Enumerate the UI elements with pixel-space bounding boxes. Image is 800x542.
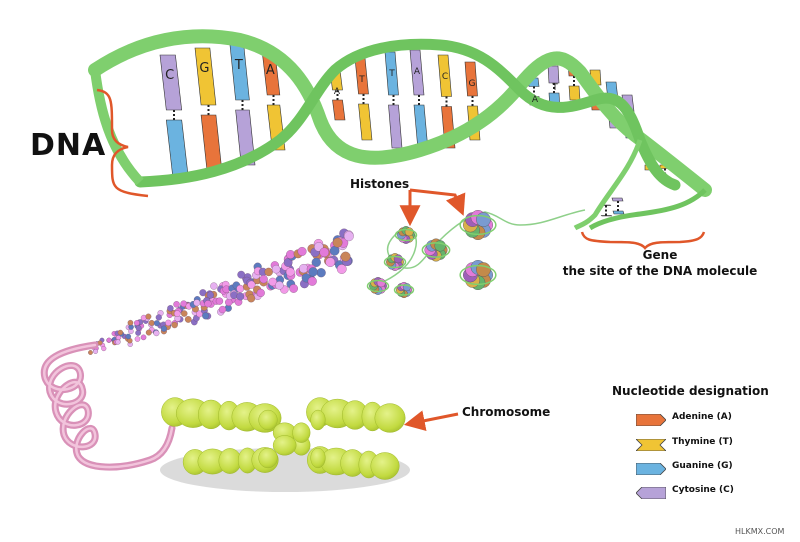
svg-text:A: A: [414, 67, 421, 77]
adenine-swatch: [635, 411, 667, 427]
chromosome-label: Chromosome: [462, 405, 551, 419]
svg-text:T: T: [551, 83, 558, 93]
legend-item-adenine: Adenine (A): [635, 410, 732, 427]
chromosome: [160, 397, 410, 492]
dna-base-letters: C G T A A T T A C G A T: [165, 58, 558, 105]
svg-text:C: C: [442, 72, 448, 82]
svg-text:T: T: [388, 69, 395, 79]
svg-text:G: G: [199, 61, 209, 76]
svg-text:T: T: [358, 75, 365, 85]
gene-label-title: Gene: [642, 248, 678, 262]
legend-item-thymine: Thymine (T): [635, 435, 733, 452]
thymine-swatch: [635, 436, 667, 452]
histones-label: Histones: [350, 177, 410, 191]
legend-label: Adenine (A): [672, 412, 732, 422]
svg-text:A: A: [334, 87, 341, 97]
gene-bracket: [580, 231, 706, 250]
svg-text:C: C: [165, 68, 174, 83]
dna-bracket: [96, 88, 149, 198]
legend-label: Cytosine (C): [672, 485, 734, 495]
svg-text:G: G: [469, 79, 476, 89]
histones-arrow-right: [409, 188, 466, 216]
gene-label-description: the site of the DNA molecule: [562, 264, 758, 278]
guanine-swatch: [635, 460, 667, 476]
legend-item-cytosine: Cytosine (C): [635, 483, 734, 500]
legend-label: Thymine (T): [672, 437, 733, 447]
svg-text:T: T: [234, 58, 243, 73]
chromatin-fiber: [88, 228, 354, 355]
watermark: HLKMX.COM: [735, 527, 785, 536]
dna-label: DNA: [30, 128, 107, 163]
coiled-fiber: [40, 341, 176, 471]
legend-title: Nucleotide designation: [612, 384, 769, 398]
legend-label: Guanine (G): [672, 461, 733, 471]
histone-nucleosomes: [366, 210, 497, 299]
dna-backbone: [88, 29, 712, 231]
chromosome-arrow: [403, 410, 459, 432]
svg-text:A: A: [532, 95, 539, 105]
legend-item-guanine: Guanine (G): [635, 459, 733, 476]
gene-label: Gene the site of the DNA molecule: [560, 247, 760, 279]
cytosine-swatch: [635, 484, 667, 500]
linker-dna: [374, 209, 586, 286]
svg-text:A: A: [266, 63, 275, 78]
